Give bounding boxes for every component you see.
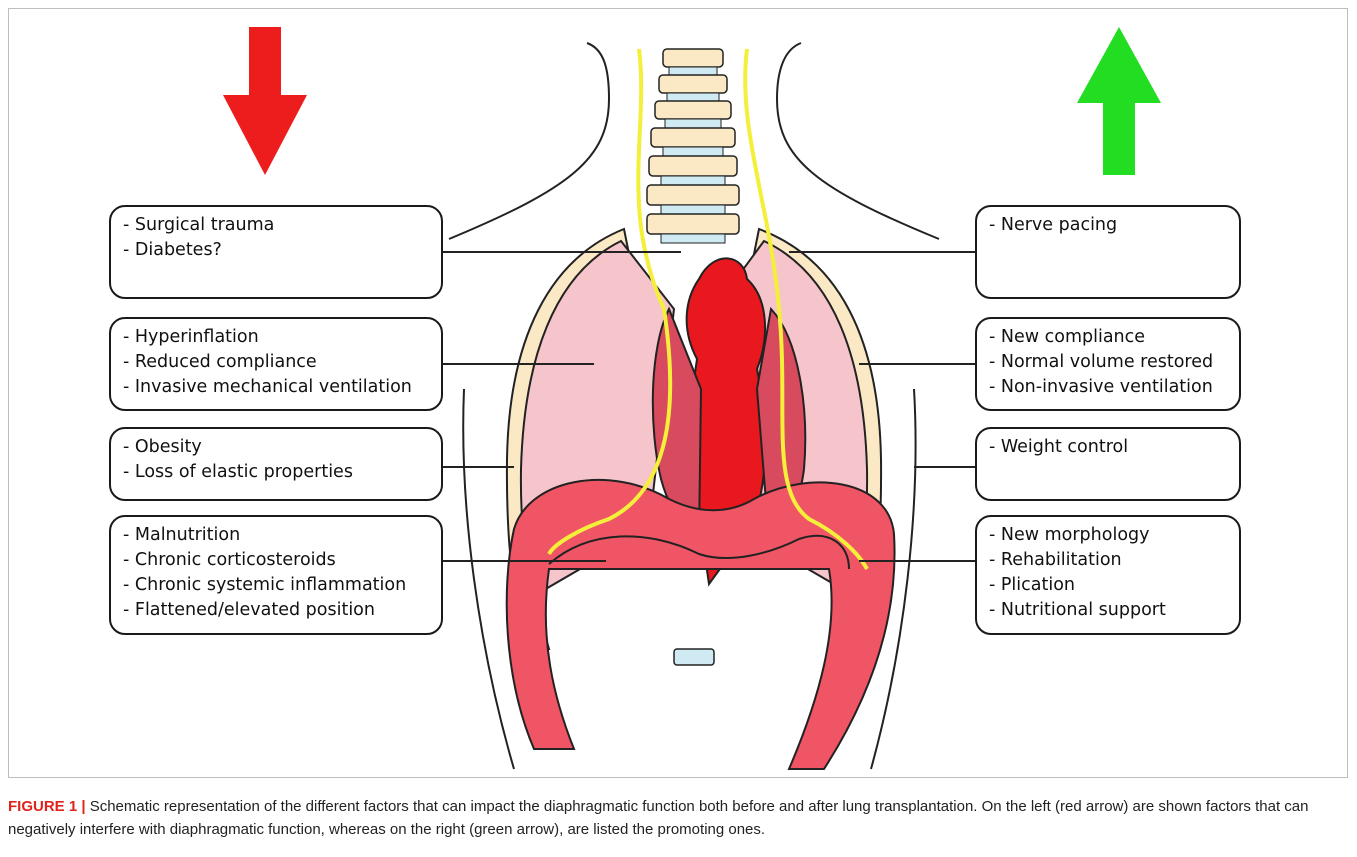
figure-caption: FIGURE 1 | Schematic representation of t… bbox=[8, 795, 1348, 841]
left-factor-box: - Surgical trauma - Diabetes? bbox=[109, 205, 443, 299]
left-factor-box: - Obesity - Loss of elastic properties bbox=[109, 427, 443, 501]
right-factor-box: - New compliance - Normal volume restore… bbox=[975, 317, 1241, 411]
factor-item: - Chronic corticosteroids bbox=[123, 548, 429, 573]
figure-frame: - Surgical trauma - Diabetes? - Hyperinf… bbox=[8, 8, 1348, 778]
caption-text: Schematic representation of the differen… bbox=[8, 798, 1308, 838]
factor-item: - Invasive mechanical ventilation bbox=[123, 375, 429, 400]
right-factor-box: - Nerve pacing bbox=[975, 205, 1241, 299]
factor-item: - Hyperinflation bbox=[123, 325, 429, 350]
figure-label: FIGURE 1 | bbox=[8, 798, 86, 815]
factor-item: - Obesity bbox=[123, 435, 429, 460]
factor-item: - Reduced compliance bbox=[123, 350, 429, 375]
factor-item: - Weight control bbox=[989, 435, 1227, 460]
factor-item: - Flattened/elevated position bbox=[123, 598, 429, 623]
factor-item: - New compliance bbox=[989, 325, 1227, 350]
factor-item: - Loss of elastic properties bbox=[123, 460, 429, 485]
factor-item: - New morphology bbox=[989, 523, 1227, 548]
factor-item: - Non-invasive ventilation bbox=[989, 375, 1227, 400]
right-factor-box: - New morphology - Rehabilitation - Plic… bbox=[975, 515, 1241, 635]
factor-item: - Rehabilitation bbox=[989, 548, 1227, 573]
right-factor-box: - Weight control bbox=[975, 427, 1241, 501]
factor-item: - Surgical trauma bbox=[123, 213, 429, 238]
factor-item: - Nutritional support bbox=[989, 598, 1227, 623]
factor-item: - Nerve pacing bbox=[989, 213, 1227, 238]
factor-item: - Plication bbox=[989, 573, 1227, 598]
left-factor-box: - Hyperinflation - Reduced compliance - … bbox=[109, 317, 443, 411]
factor-item: - Chronic systemic inflammation bbox=[123, 573, 429, 598]
factor-item: - Diabetes? bbox=[123, 238, 429, 263]
factor-item: - Normal volume restored bbox=[989, 350, 1227, 375]
left-factor-box: - Malnutrition - Chronic corticosteroids… bbox=[109, 515, 443, 635]
factor-item: - Malnutrition bbox=[123, 523, 429, 548]
